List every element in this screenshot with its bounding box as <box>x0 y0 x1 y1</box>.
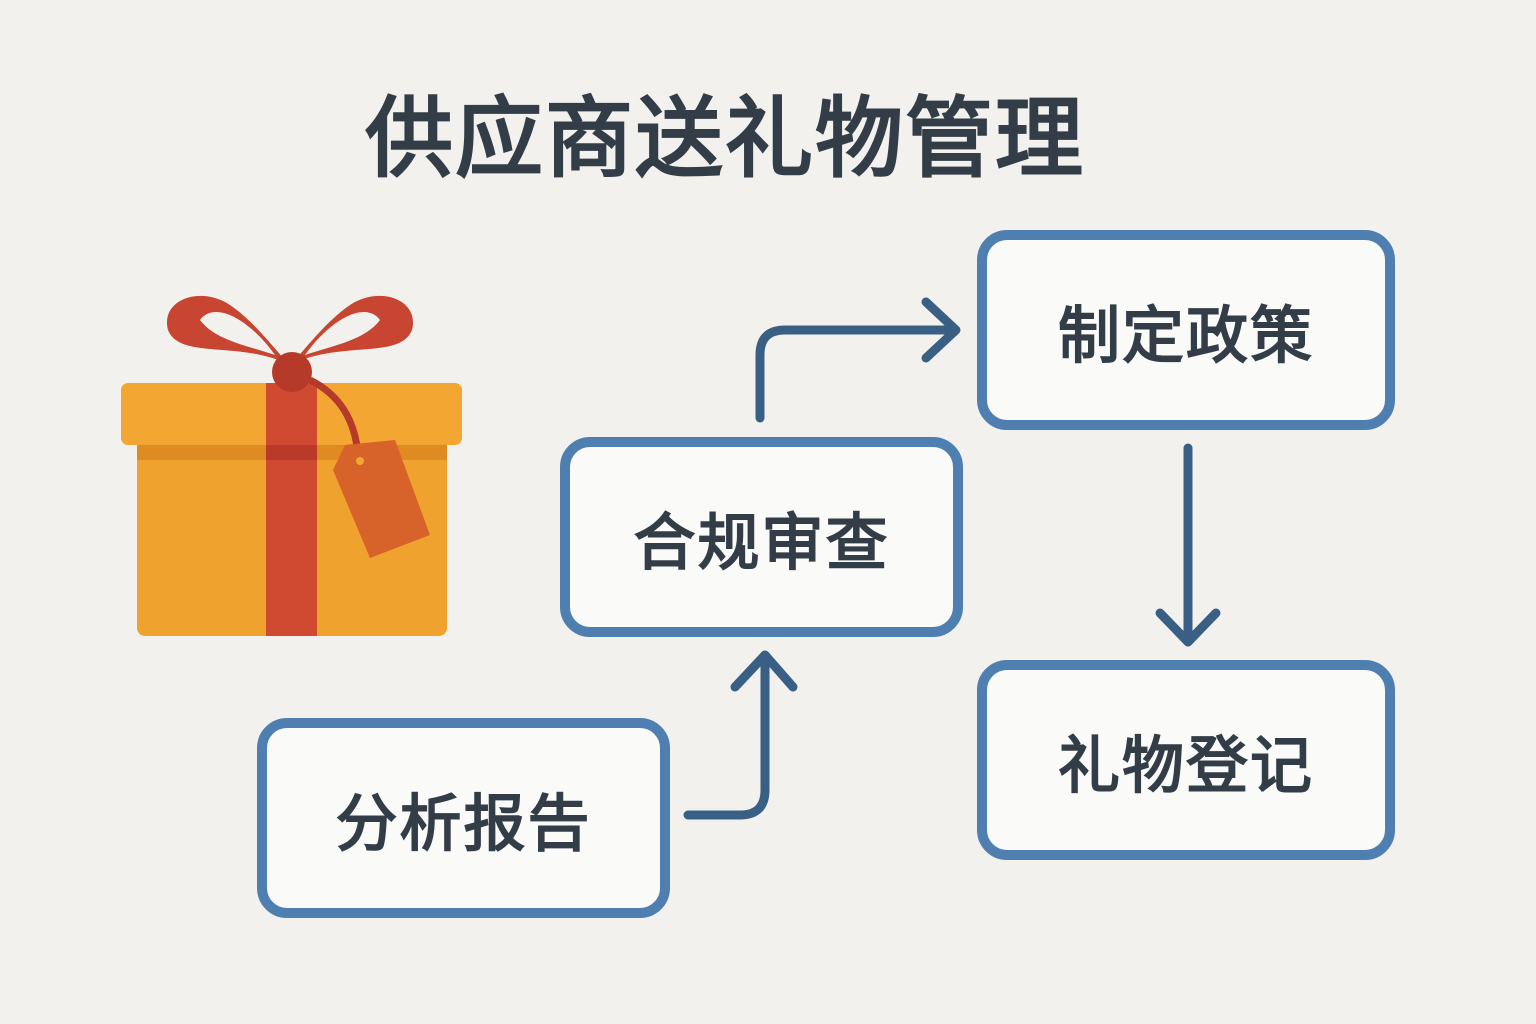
step-compliance-review[interactable]: 合规审查 <box>560 437 963 637</box>
step-policy-making[interactable]: 制定政策 <box>977 230 1395 430</box>
step-gift-registration[interactable]: 礼物登记 <box>977 660 1395 860</box>
step-label: 制定政策 <box>1057 299 1314 372</box>
arrowhead <box>730 650 798 692</box>
arrowhead <box>921 297 961 363</box>
arrow-report-to-review <box>683 653 770 820</box>
step-label: 礼物登记 <box>1057 729 1314 802</box>
page-title: 供应商送礼物管理 <box>365 87 1086 190</box>
gift-icon <box>121 295 462 636</box>
step-analysis-report[interactable]: 分析报告 <box>257 718 670 918</box>
step-label: 分析报告 <box>335 787 592 860</box>
arrowhead <box>1155 608 1221 647</box>
arrow-review-to-policy <box>755 325 960 423</box>
step-label: 合规审查 <box>633 506 890 579</box>
